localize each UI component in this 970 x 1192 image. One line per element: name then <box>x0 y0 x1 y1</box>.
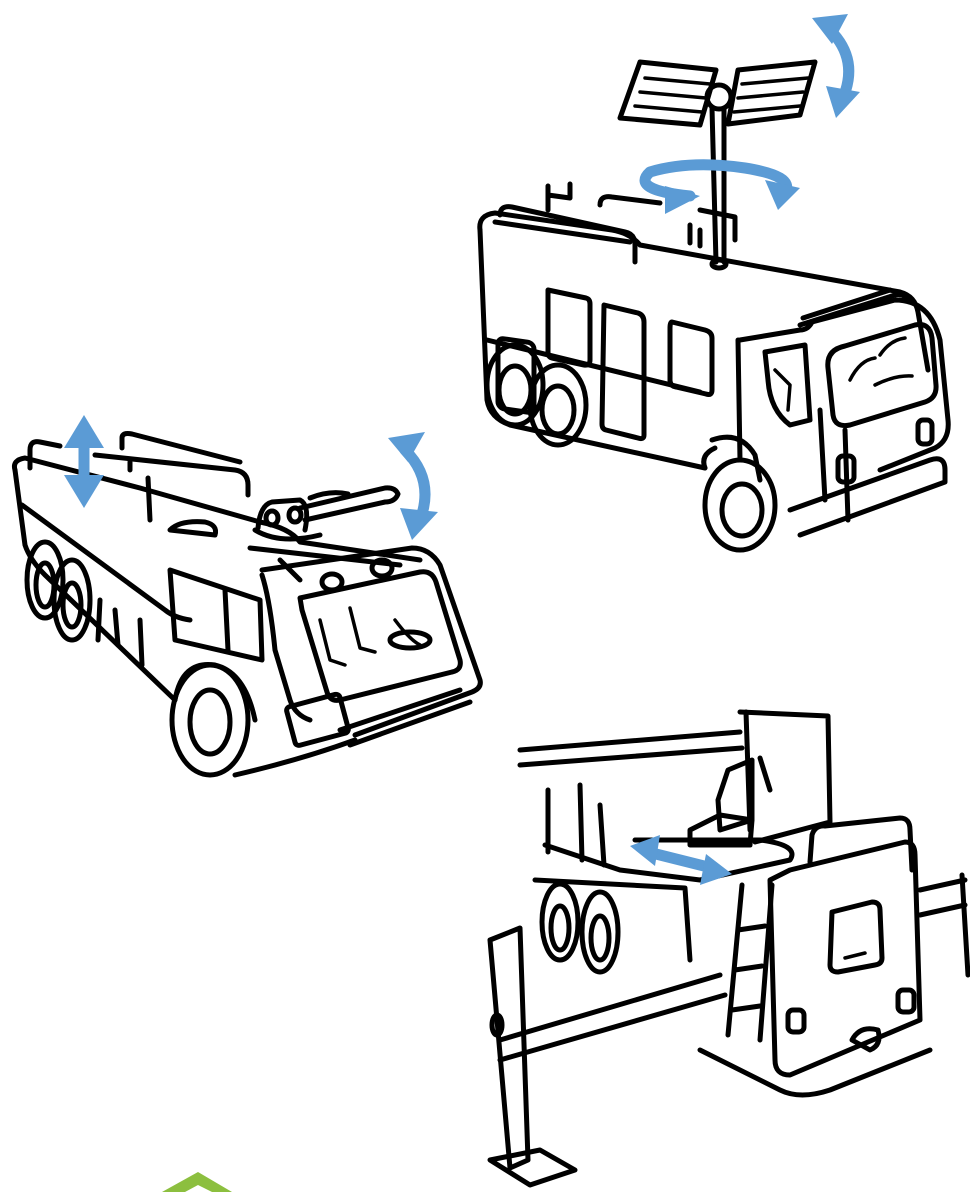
slide-arrow-platform <box>648 852 712 868</box>
lift-vehicle <box>490 712 968 1185</box>
mast-truck <box>480 14 948 550</box>
crash-tender <box>14 415 480 775</box>
headlight-right <box>918 420 932 444</box>
